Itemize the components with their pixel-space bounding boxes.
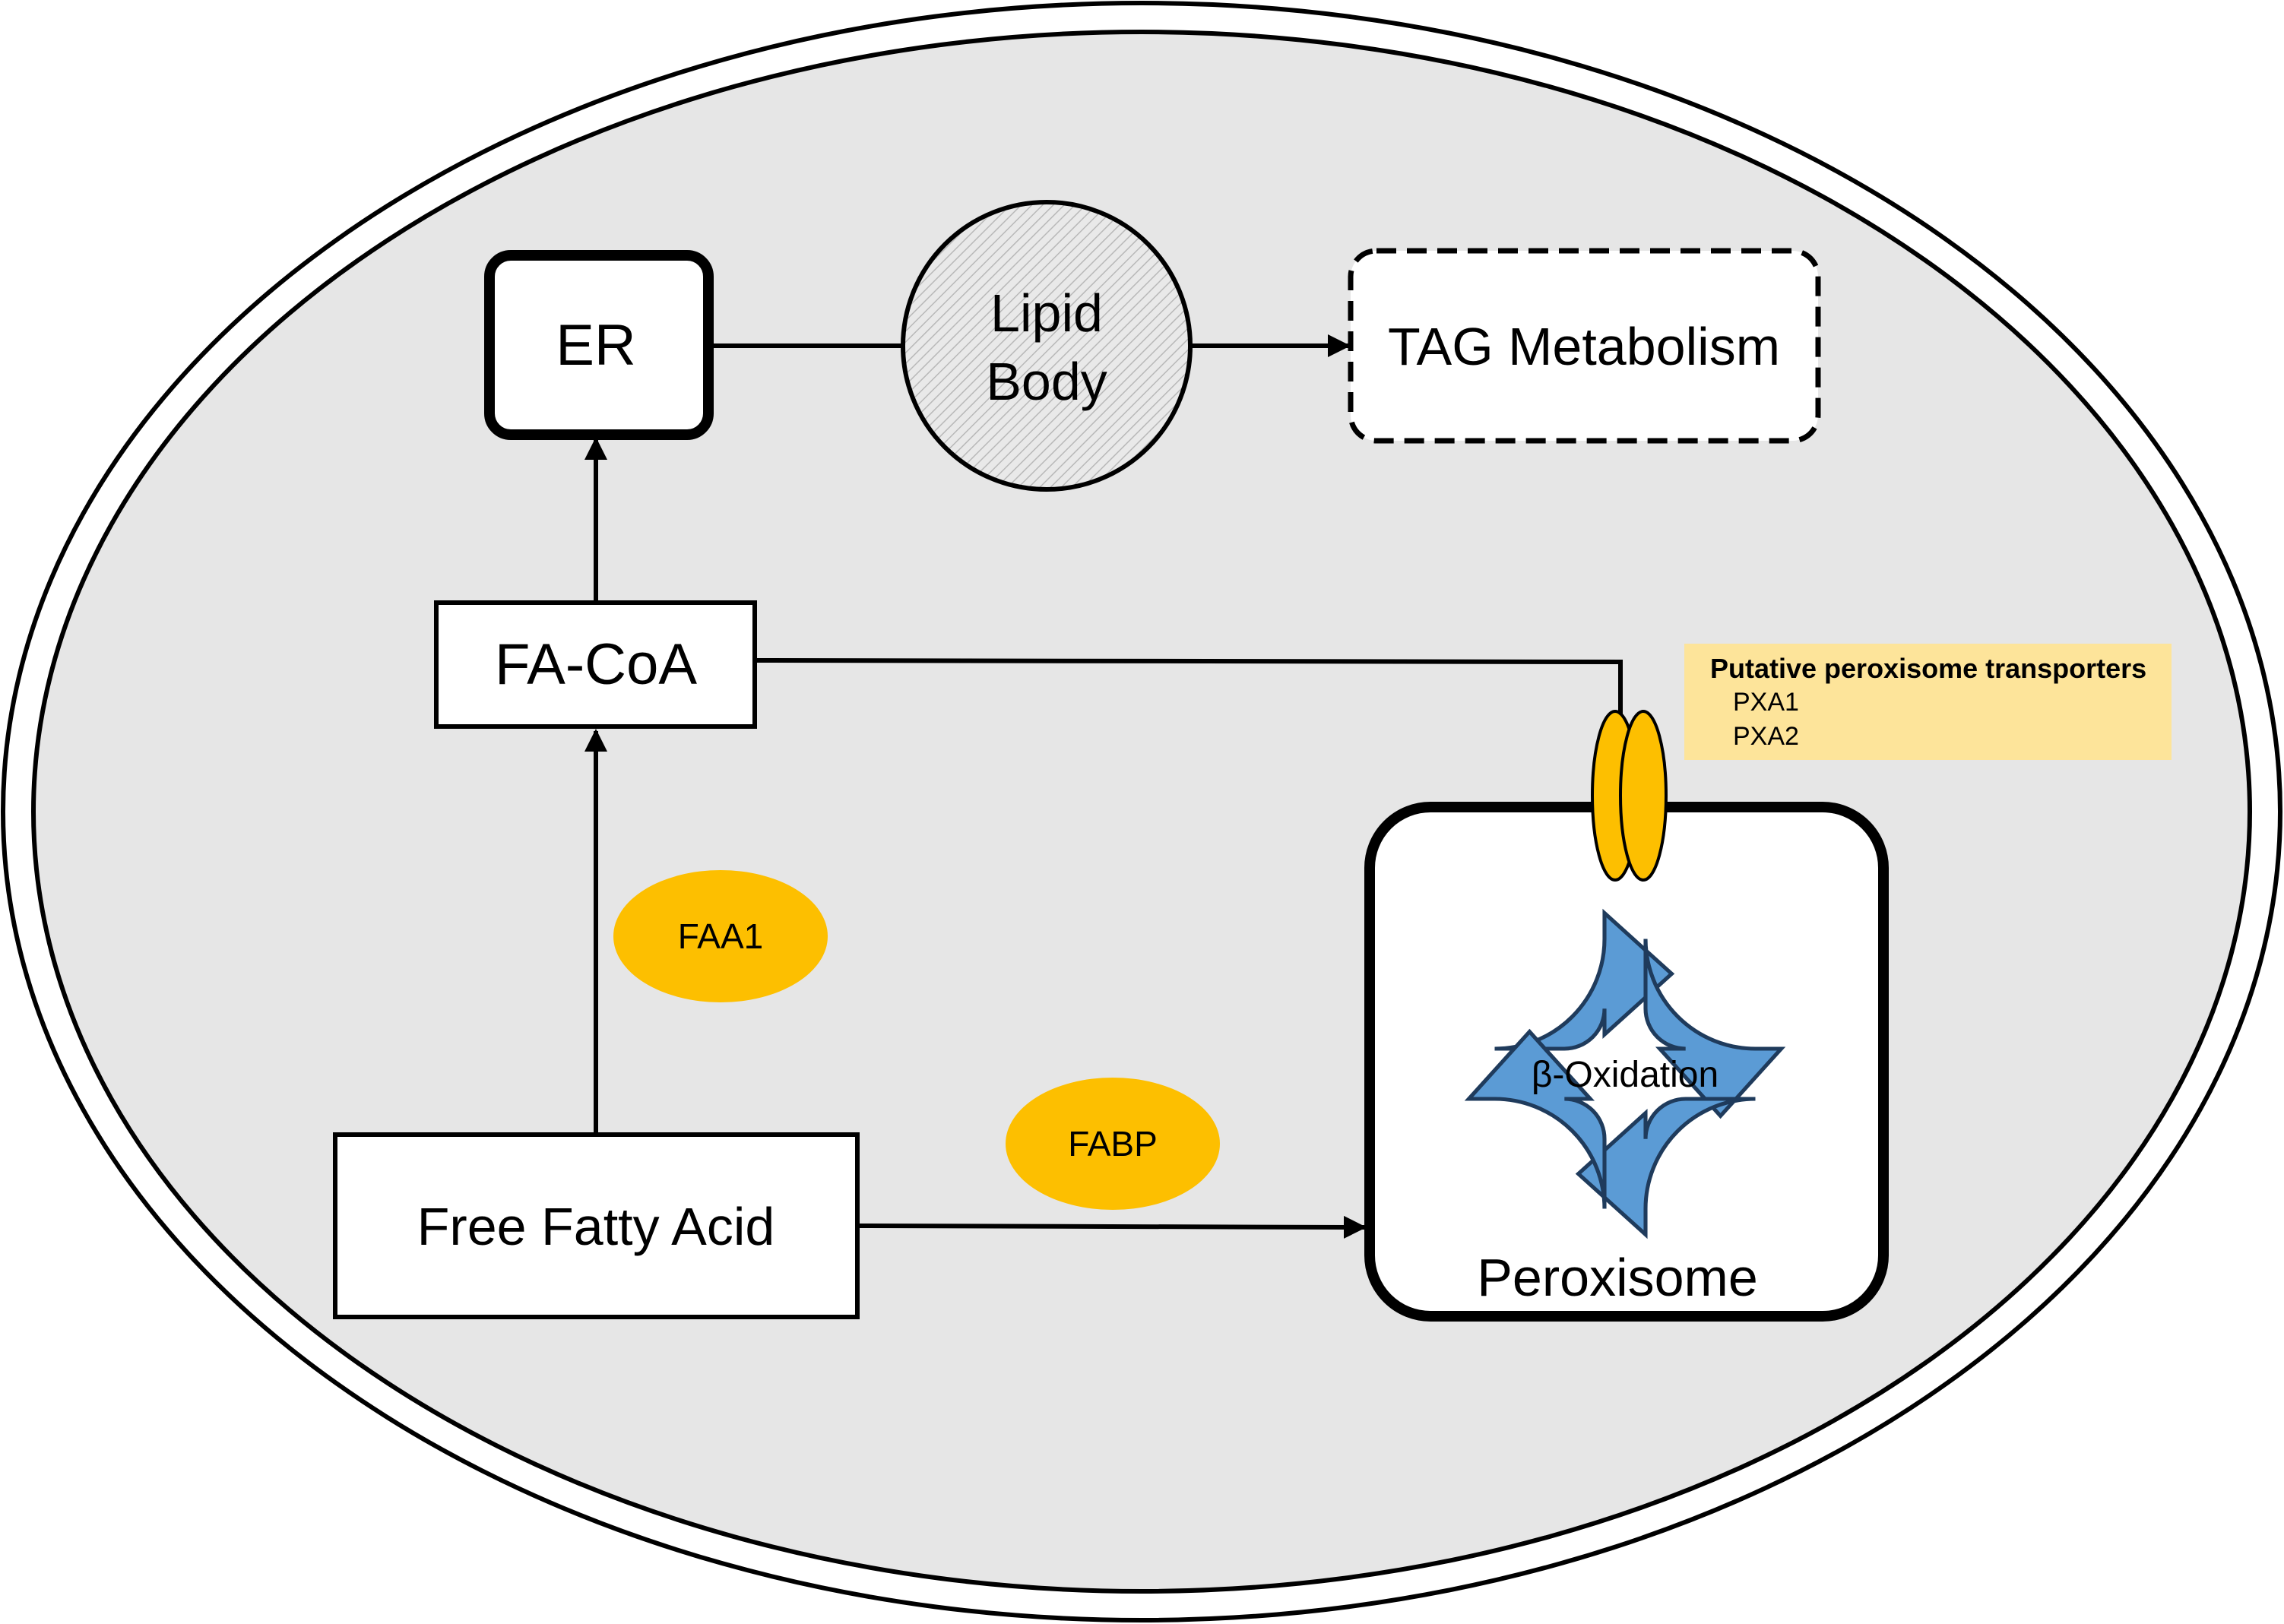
transporter-legend-title: Putative peroxisome transporters [1710,653,2146,684]
fa-coa-box [434,600,757,729]
transporter-channel-right [1619,710,1668,882]
fa-coa-to-transporter-line [754,658,1623,714]
fa-coa-label: FA-CoA [495,632,697,697]
free-fatty-acid-box [333,1132,860,1319]
fabp-label: FABP [1068,1124,1158,1163]
beta-oxidation-label: β-Oxidation [1532,1055,1719,1095]
lipid-body-label-line1: Lipid [990,283,1103,343]
er-label: ER [556,313,636,378]
ffa-to-peroxisome-arrow [858,1215,1367,1239]
fabp-enzyme [1006,1078,1220,1210]
lipid-body-label-line2: Body [986,352,1107,411]
er-box [484,250,714,440]
faa1-enzyme [613,870,828,1002]
peroxisome-label: Peroxisome [1477,1248,1758,1307]
tag-metabolism-label: TAG Metabolism [1388,317,1780,376]
transporter-legend-box [1684,644,2172,760]
transporter-item: PXA2 [1733,722,1799,751]
transporter-item: PXA1 [1733,688,1799,717]
faa1-label: FAA1 [678,916,764,956]
lipid-body-circle [901,200,1193,492]
tag-metabolism-box [1348,248,1821,444]
free-fatty-acid-label: Free Fatty Acid [417,1197,775,1256]
